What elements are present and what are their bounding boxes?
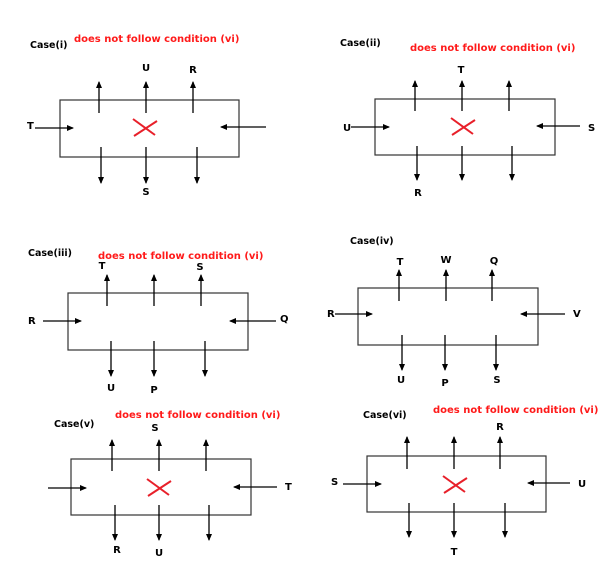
system-box (357, 287, 539, 346)
condition-note: does not follow condition (vi) (433, 405, 598, 416)
case-title: Case(ii) (340, 38, 381, 49)
bottom-label: S (493, 375, 500, 386)
red-cross-icon (132, 118, 158, 137)
bottom-label: R (414, 188, 422, 199)
condition-note: does not follow condition (vi) (410, 43, 575, 54)
left-label: U (343, 123, 351, 134)
top-label: S (151, 423, 158, 434)
bottom-label: U (397, 375, 405, 386)
top-label: R (496, 422, 504, 433)
case-5-diagram: Case(v) does not follow condition (vi) S R U… (48, 410, 292, 559)
bottom-label: P (441, 378, 448, 389)
left-label: R (28, 316, 36, 327)
case-title: Case(v) (54, 419, 94, 430)
top-label: U (142, 63, 150, 74)
case-title: Case(vi) (363, 410, 407, 421)
case-title: Case(iii) (28, 248, 72, 259)
red-cross-icon (450, 117, 476, 136)
top-label: T (397, 257, 404, 268)
case-2-diagram: Case(ii) does not follow condition (vi) T R… (340, 38, 595, 199)
right-label: S (588, 123, 595, 134)
bottom-label: T (451, 547, 458, 558)
left-label: T (27, 121, 34, 132)
top-label: W (440, 255, 451, 266)
system-box (59, 99, 240, 158)
condition-note: does not follow condition (vi) (74, 34, 239, 45)
top-label: R (189, 65, 197, 76)
case-1-diagram: Case(i) does not follow condition (vi) U R S… (27, 34, 266, 198)
red-cross-icon (442, 475, 468, 494)
top-label: T (99, 261, 106, 272)
case-6-diagram: Case(vi) does not follow condition (vi) R T… (331, 405, 598, 558)
bottom-label: U (107, 383, 115, 394)
case-title: Case(iv) (350, 236, 394, 247)
right-label: V (573, 309, 581, 320)
red-cross-icon (146, 478, 172, 497)
left-label: R (327, 309, 335, 320)
case-4-diagram: Case(iv)T W Q U P S R V (327, 236, 581, 389)
top-label: T (458, 65, 465, 76)
case-title: Case(i) (30, 40, 67, 51)
bottom-label: S (142, 187, 149, 198)
bottom-label: U (155, 548, 163, 559)
condition-note: does not follow condition (vi) (98, 251, 263, 262)
right-label: Q (280, 314, 289, 325)
condition-note: does not follow condition (vi) (115, 410, 280, 421)
right-label: T (285, 482, 292, 493)
bottom-label: P (150, 385, 157, 396)
top-label: S (196, 262, 203, 273)
left-label: S (331, 477, 338, 488)
right-label: U (578, 479, 586, 490)
bottom-label: R (113, 545, 121, 556)
system-box (67, 292, 249, 351)
top-label: Q (490, 256, 499, 267)
case-3-diagram: Case(iii) does not follow condition (vi)T… (28, 248, 289, 396)
